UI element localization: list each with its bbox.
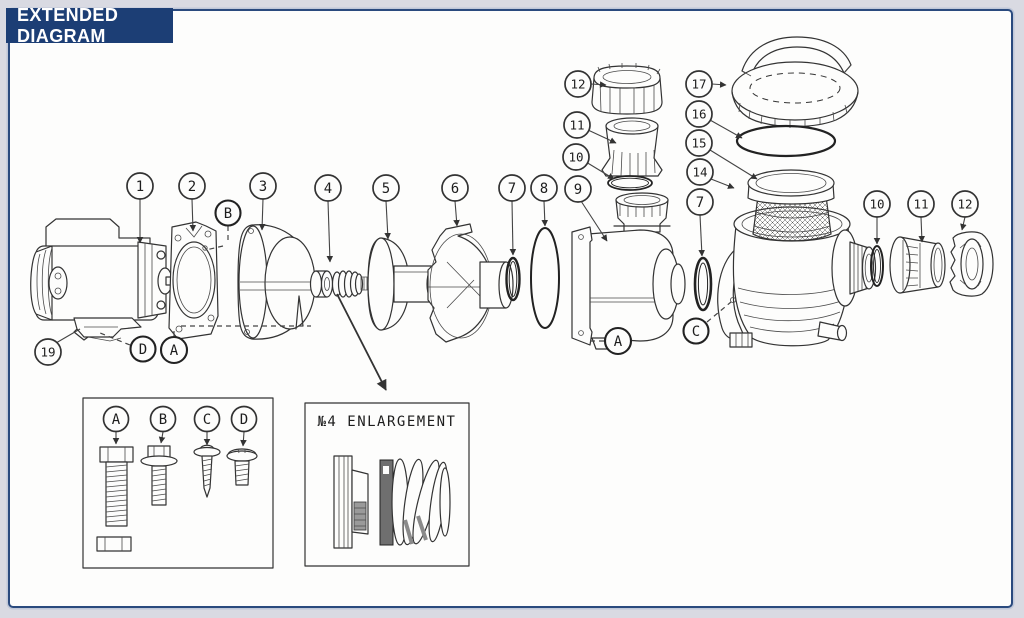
callout-A-motor: A	[159, 335, 189, 365]
page-title: EXTENDED DIAGRAM	[17, 4, 119, 46]
callout-10-right: 10	[863, 190, 891, 218]
svg-text:10: 10	[568, 150, 583, 165]
svg-text:11: 11	[569, 118, 584, 133]
union-tailpiece-illustration	[889, 236, 946, 294]
svg-text:10: 10	[869, 197, 884, 212]
svg-text:3: 3	[259, 179, 267, 195]
union-nut-illustration	[949, 231, 994, 297]
dashed-locators	[99, 226, 732, 346]
svg-text:15: 15	[691, 136, 706, 151]
callout-7-right: 7	[686, 188, 714, 216]
callout-1: 1	[126, 172, 154, 200]
callout-A-pump: A	[603, 326, 633, 356]
callout-6: 6	[441, 174, 469, 202]
callout-5: 5	[372, 174, 400, 202]
callout-16: 16	[685, 100, 713, 128]
callout-fastener-C: C	[193, 405, 221, 433]
oring-8-illustration	[530, 227, 560, 329]
callout-4: 4	[314, 174, 342, 202]
drain-cap-illustration	[591, 63, 663, 115]
svg-text:8: 8	[540, 181, 548, 197]
enlargement-box: №4 ENLARGEMENT	[304, 402, 470, 567]
svg-text:C: C	[203, 412, 211, 428]
svg-text:D: D	[240, 412, 248, 428]
svg-text:7: 7	[696, 195, 704, 211]
callout-fastener-D: D	[230, 405, 258, 433]
pump-lid-illustration	[731, 36, 859, 128]
callout-2: 2	[178, 172, 206, 200]
callout-12-top: 12	[564, 70, 592, 98]
svg-text:19: 19	[40, 345, 55, 360]
oring-10-top-illustration	[607, 175, 653, 191]
svg-text:16: 16	[691, 107, 706, 122]
housing-cover-illustration	[237, 224, 316, 340]
callout-fastener-A: A	[102, 405, 130, 433]
callout-fastener-B: B	[149, 405, 177, 433]
seal-plate-illustration	[168, 221, 219, 340]
oring-7-illustration	[505, 256, 521, 302]
svg-text:12: 12	[570, 77, 585, 92]
svg-text:B: B	[224, 206, 232, 222]
strainer-fitting-illustration	[601, 117, 663, 177]
callout-11-right: 11	[907, 190, 935, 218]
callout-9: 9	[564, 175, 592, 203]
callout-10-top: 10	[562, 143, 590, 171]
svg-text:D: D	[139, 342, 147, 358]
leader-lines	[55, 81, 967, 447]
callout-C: C	[682, 317, 710, 345]
svg-text:A: A	[614, 334, 623, 350]
svg-text:9: 9	[574, 182, 582, 198]
diffuser-illustration	[427, 223, 514, 343]
callout-D: D	[129, 335, 157, 363]
pot-body-illustration	[717, 206, 877, 348]
svg-text:A: A	[170, 343, 179, 359]
mechanical-seal-illustration	[309, 270, 364, 298]
callout-14: 14	[686, 158, 714, 186]
fastener-box	[82, 397, 274, 569]
callout-8: 8	[530, 174, 558, 202]
title-banner: EXTENDED DIAGRAM	[6, 5, 173, 46]
enlargement-arrow	[336, 293, 387, 391]
callouts: 1 2 3 B 4 5 6 7 8 9 10 11 12 17 16 15 14…	[34, 70, 979, 433]
strainer-ring-illustration	[747, 169, 835, 205]
svg-text:4: 4	[324, 181, 332, 197]
svg-text:6: 6	[451, 181, 459, 197]
svg-text:11: 11	[913, 197, 928, 212]
pump-body-illustration	[571, 192, 686, 350]
svg-text:2: 2	[188, 179, 196, 195]
pot-oring-illustration	[693, 256, 713, 312]
svg-text:14: 14	[692, 165, 707, 180]
callout-11-top: 11	[563, 111, 591, 139]
union-oring-illustration	[870, 245, 884, 287]
callout-15: 15	[685, 129, 713, 157]
svg-text:A: A	[112, 412, 121, 428]
svg-text:5: 5	[382, 181, 390, 197]
lid-oring-illustration	[735, 124, 837, 158]
callout-7-mid: 7	[498, 174, 526, 202]
svg-text:12: 12	[957, 197, 972, 212]
callout-3: 3	[249, 172, 277, 200]
enlargement-title: №4 ENLARGEMENT	[317, 414, 456, 430]
svg-text:17: 17	[691, 77, 706, 92]
svg-text:B: B	[159, 412, 167, 428]
callout-12-right: 12	[951, 190, 979, 218]
callout-B: B	[214, 199, 242, 227]
callout-17: 17	[685, 70, 713, 98]
svg-text:1: 1	[136, 179, 144, 195]
svg-text:7: 7	[508, 181, 516, 197]
svg-text:C: C	[692, 324, 700, 340]
callout-19: 19	[34, 338, 62, 366]
